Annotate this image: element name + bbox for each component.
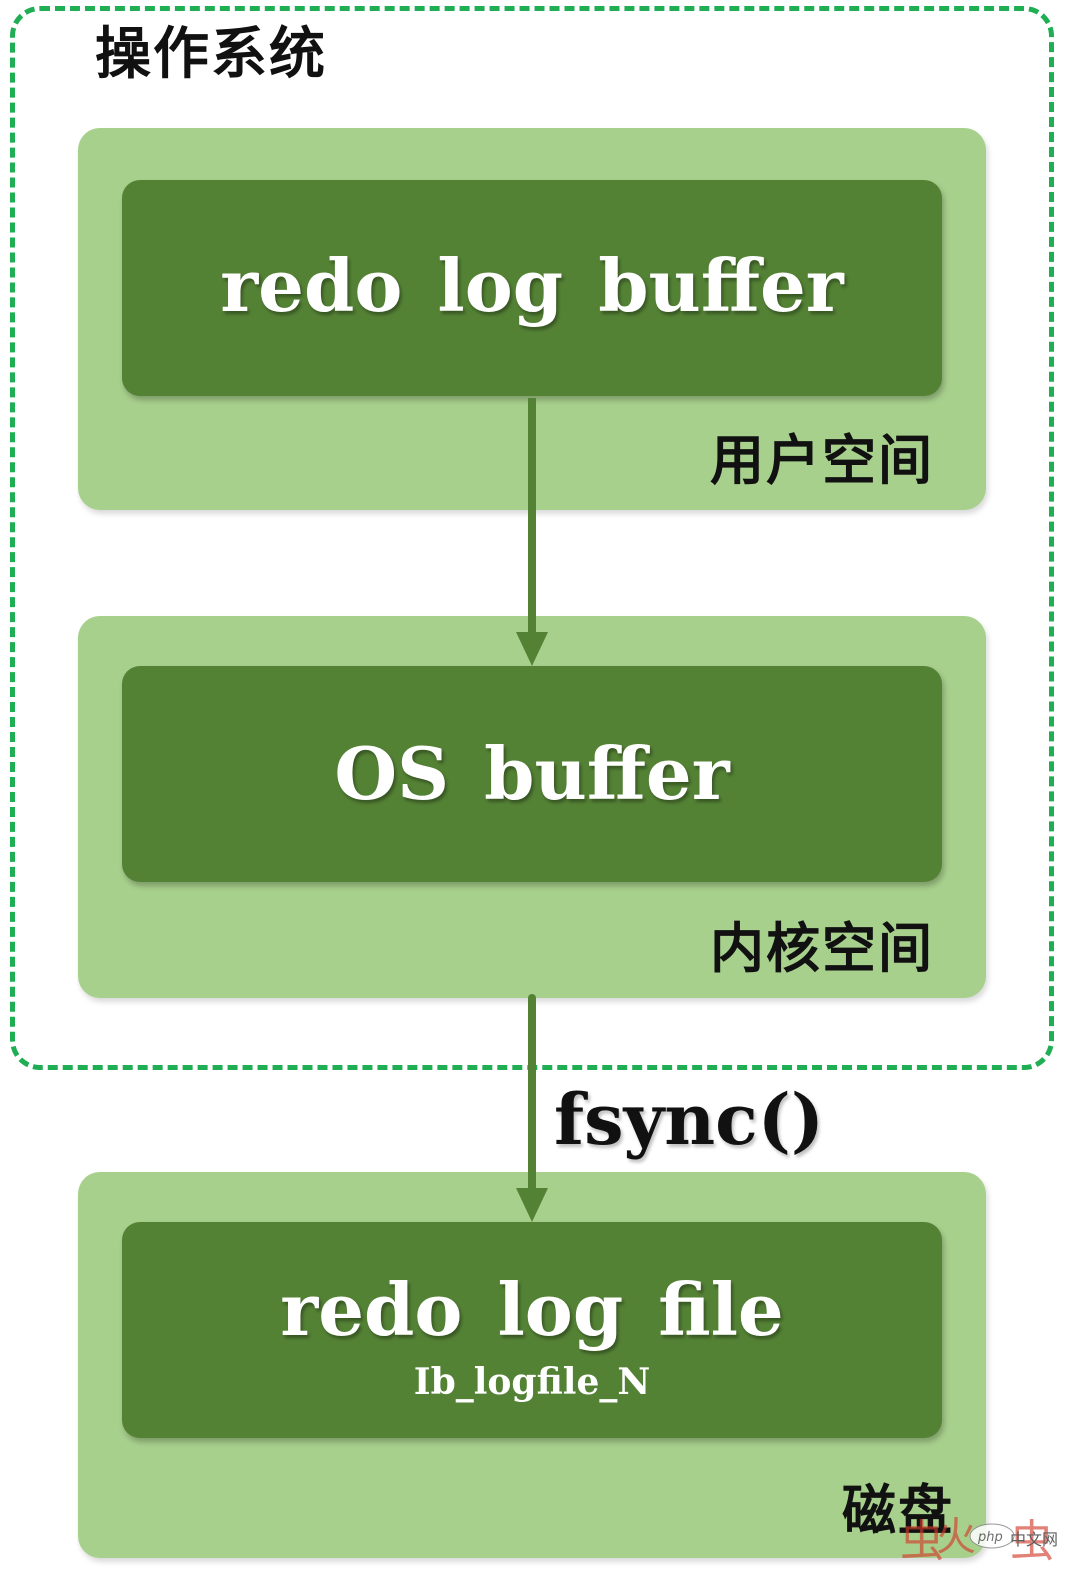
- svg-text:虫: 虫: [900, 1516, 944, 1567]
- kernel-space-region: OS buffer 内核空间: [78, 616, 986, 998]
- php-logo-icon: 虫 火 虫 php: [900, 1514, 1054, 1567]
- redo-log-buffer-box: redo log buffer: [122, 180, 942, 396]
- kernel-space-label: 内核空间: [710, 916, 934, 980]
- disk-region: redo log file Ib_logfile_N 磁盘: [78, 1172, 986, 1558]
- watermark-text: 中文网: [1010, 1530, 1059, 1549]
- redo-log-file-box: redo log file Ib_logfile_N: [122, 1222, 942, 1438]
- svg-text:虫: 虫: [1010, 1516, 1054, 1567]
- fsync-label: fsync(): [554, 1078, 824, 1161]
- watermark: 虫 火 虫 php 中文网: [900, 1500, 1060, 1570]
- svg-text:火: 火: [936, 1514, 976, 1560]
- svg-text:php: php: [977, 1530, 1003, 1545]
- os-label: 操作系统: [95, 21, 327, 87]
- os-buffer-label: OS buffer: [334, 731, 730, 816]
- redo-log-file-label: redo log file: [280, 1267, 784, 1352]
- user-space-label: 用户空间: [710, 428, 934, 492]
- user-space-region: redo log buffer 用户空间: [78, 128, 986, 510]
- disk-label: 磁盘: [842, 1478, 954, 1542]
- redo-log-file-sublabel: Ib_logfile_N: [413, 1361, 651, 1403]
- os-buffer-box: OS buffer: [122, 666, 942, 882]
- redo-log-buffer-label: redo log buffer: [220, 243, 844, 328]
